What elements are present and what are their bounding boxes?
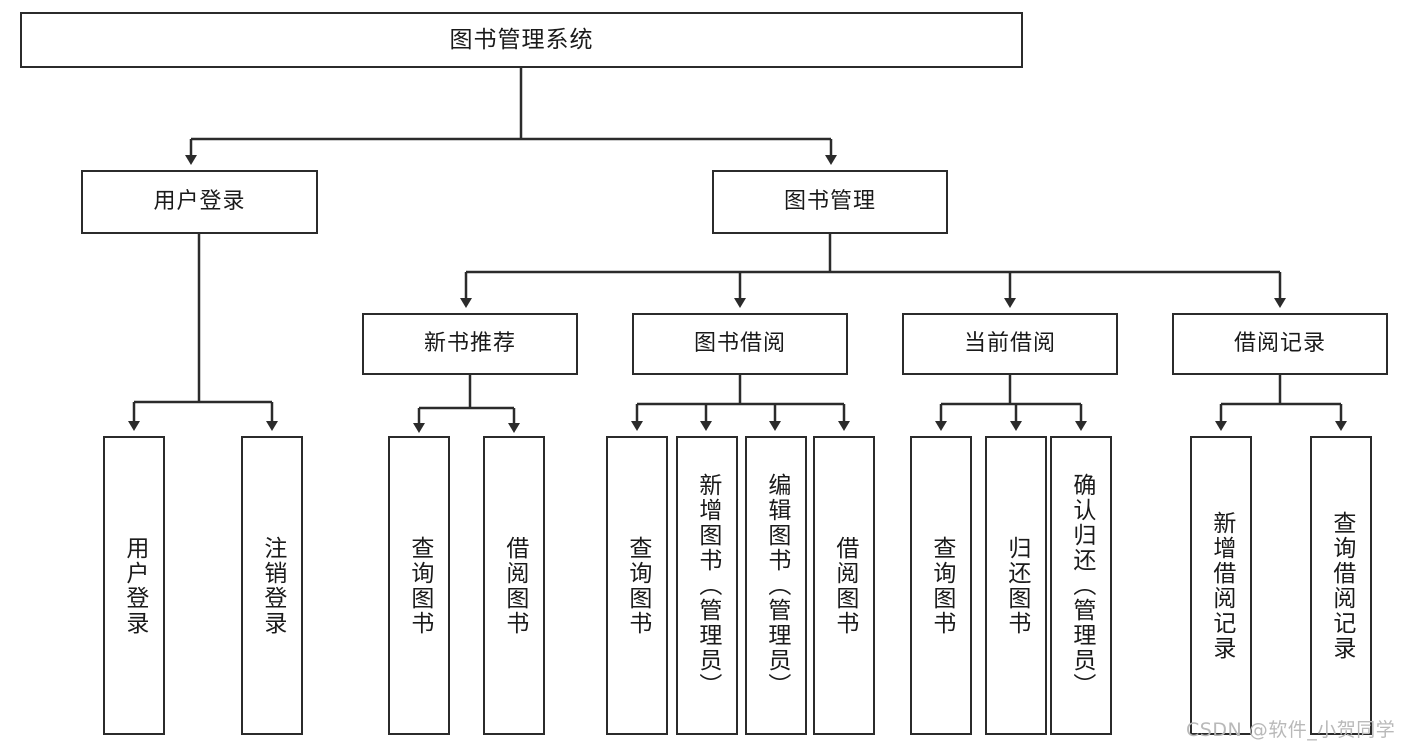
node-leaf-return-book[interactable]: 归还图书 <box>985 436 1047 735</box>
node-current-borrow-label: 当前借阅 <box>963 331 1056 356</box>
node-leaf-borrow-book-1[interactable]: 借阅图书 <box>483 436 545 735</box>
node-leaf-add-borrow-record-label: 新增借阅记录 <box>1208 510 1235 661</box>
node-book-borrow[interactable]: 图书借阅 <box>632 313 848 375</box>
node-leaf-borrow-book-2-label: 借阅图书 <box>831 535 858 636</box>
node-leaf-confirm-return-admin-label: 确认归还（管理员） <box>1068 473 1095 698</box>
node-borrow-record-label: 借阅记录 <box>1233 331 1326 356</box>
node-new-book-recommend-label: 新书推荐 <box>423 331 516 356</box>
node-leaf-add-borrow-record[interactable]: 新增借阅记录 <box>1190 436 1252 735</box>
node-leaf-add-book-admin[interactable]: 新增图书（管理员） <box>676 436 738 735</box>
node-leaf-edit-book-admin-label: 编辑图书（管理员） <box>763 473 790 698</box>
node-leaf-query-book-1-label: 查询图书 <box>406 535 433 636</box>
node-leaf-user-login[interactable]: 用户登录 <box>103 436 165 735</box>
node-current-borrow[interactable]: 当前借阅 <box>902 313 1118 375</box>
node-leaf-edit-book-admin[interactable]: 编辑图书（管理员） <box>745 436 807 735</box>
node-leaf-query-book-1[interactable]: 查询图书 <box>388 436 450 735</box>
node-leaf-add-book-admin-label: 新增图书（管理员） <box>694 473 721 698</box>
node-leaf-borrow-book-2[interactable]: 借阅图书 <box>813 436 875 735</box>
node-book-manage[interactable]: 图书管理 <box>712 170 948 234</box>
node-new-book-recommend[interactable]: 新书推荐 <box>362 313 578 375</box>
node-leaf-logout-login-label: 注销登录 <box>259 535 286 636</box>
node-leaf-query-borrow-record[interactable]: 查询借阅记录 <box>1310 436 1372 735</box>
node-book-borrow-label: 图书借阅 <box>693 331 786 356</box>
node-leaf-query-book-2-label: 查询图书 <box>624 535 651 636</box>
node-root-label: 图书管理系统 <box>449 26 594 53</box>
node-leaf-query-borrow-record-label: 查询借阅记录 <box>1328 510 1355 661</box>
node-leaf-query-book-3-label: 查询图书 <box>928 535 955 636</box>
watermark-text: CSDN @软件_小贺同学 <box>1186 719 1396 741</box>
node-leaf-logout-login[interactable]: 注销登录 <box>241 436 303 735</box>
node-user-login-label: 用户登录 <box>153 189 246 214</box>
node-user-login[interactable]: 用户登录 <box>81 170 318 234</box>
node-leaf-user-login-label: 用户登录 <box>121 535 148 636</box>
node-leaf-query-book-3[interactable]: 查询图书 <box>910 436 972 735</box>
node-borrow-record[interactable]: 借阅记录 <box>1172 313 1388 375</box>
node-leaf-borrow-book-1-label: 借阅图书 <box>501 535 528 636</box>
node-leaf-query-book-2[interactable]: 查询图书 <box>606 436 668 735</box>
node-leaf-confirm-return-admin[interactable]: 确认归还（管理员） <box>1050 436 1112 735</box>
node-book-manage-label: 图书管理 <box>783 189 876 214</box>
node-root[interactable]: 图书管理系统 <box>20 12 1023 68</box>
node-leaf-return-book-label: 归还图书 <box>1003 535 1030 636</box>
